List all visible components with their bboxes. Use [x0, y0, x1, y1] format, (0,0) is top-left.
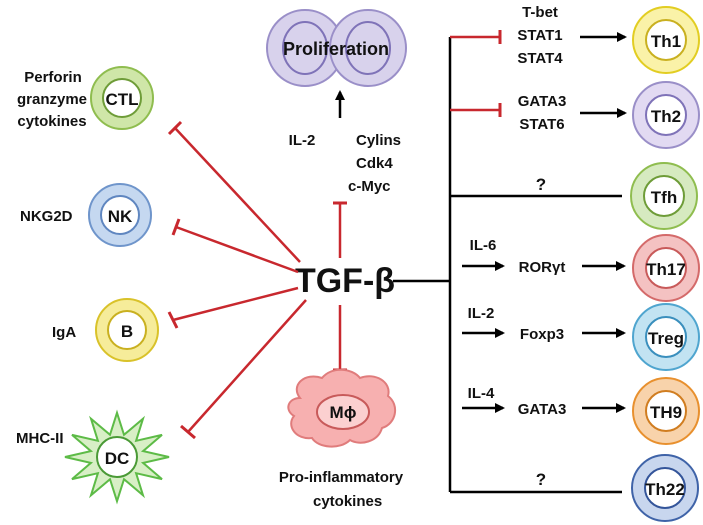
dc-effect: MHC-II: [16, 430, 64, 447]
inhibit-nk: [171, 218, 299, 274]
th17-cell: Th17: [632, 234, 700, 302]
treg-label: Treg: [648, 329, 684, 348]
ctl-effect-2: granzyme: [17, 91, 87, 108]
th1-factor-2: STAT1: [517, 27, 562, 44]
macrophage-caption-1: Pro-inflammatory: [279, 469, 404, 486]
macrophage-cell: Mϕ: [287, 368, 397, 448]
th2-cell: Th2: [632, 81, 700, 149]
tgf-beta-label: TGF-β: [295, 262, 395, 300]
proliferation-label: Proliferation: [283, 39, 389, 59]
b-label: B: [121, 322, 133, 341]
th2-factor-2: STAT6: [519, 116, 564, 133]
th17-cytokine: IL-6: [470, 237, 497, 254]
inhibit-dc: [180, 299, 307, 440]
th22-cell: Th22: [631, 454, 699, 522]
inhibit-ctl: [167, 120, 301, 263]
th1-cell: Th1: [632, 6, 700, 74]
macrophage-caption-2: cytokines: [313, 493, 382, 510]
tgf-inhibit-down: [333, 305, 347, 372]
inhibit-b: [167, 286, 299, 329]
tfh-cell: Tfh: [630, 162, 698, 230]
th1-factor-1: T-bet: [522, 4, 558, 21]
tfh-question: ?: [536, 175, 546, 194]
th22-question: ?: [536, 470, 546, 489]
ctl-cell: CTL: [90, 66, 154, 130]
th22-label: Th22: [645, 480, 685, 499]
cdk4-label: Cdk4: [356, 155, 393, 172]
th2-factor-1: GATA3: [518, 93, 567, 110]
cylins-label: Cylins: [356, 132, 401, 149]
il2-upstream-label: IL-2: [289, 132, 316, 149]
th9-cytokine: IL-4: [468, 385, 495, 402]
dc-label: DC: [105, 449, 130, 468]
th17-factor: RORγt: [519, 259, 566, 276]
b-cell: B: [95, 298, 159, 362]
th9-cell: TH9: [632, 377, 700, 445]
proliferation-cell: Proliferation: [266, 9, 407, 87]
cmyc-label: c-Myc: [348, 178, 391, 195]
nk-label: NK: [108, 207, 133, 226]
th1-inhibit: [450, 30, 502, 44]
treg-cell: Treg: [632, 303, 700, 371]
ctl-effect-1: Perforin: [24, 69, 82, 86]
nk-cell: NK: [88, 183, 152, 247]
th2-inhibit: [450, 103, 502, 117]
th9-label: TH9: [650, 403, 682, 422]
macrophage-label: Mϕ: [330, 403, 357, 422]
ctl-effect-3: cytokines: [17, 113, 86, 130]
th1-factor-3: STAT4: [517, 50, 563, 67]
b-effect: IgA: [52, 324, 76, 341]
treg-factor: Foxp3: [520, 326, 564, 343]
ctl-label: CTL: [105, 90, 138, 109]
dc-cell: DC: [64, 409, 170, 505]
th9-factor: GATA3: [518, 401, 567, 418]
th17-label: Th17: [646, 260, 686, 279]
th1-label: Th1: [651, 32, 681, 51]
tgf-inhibit-up: [333, 201, 347, 258]
tfh-label: Tfh: [651, 188, 677, 207]
th2-label: Th2: [651, 107, 681, 126]
nk-effect: NKG2D: [20, 208, 73, 225]
treg-cytokine: IL-2: [468, 305, 495, 322]
